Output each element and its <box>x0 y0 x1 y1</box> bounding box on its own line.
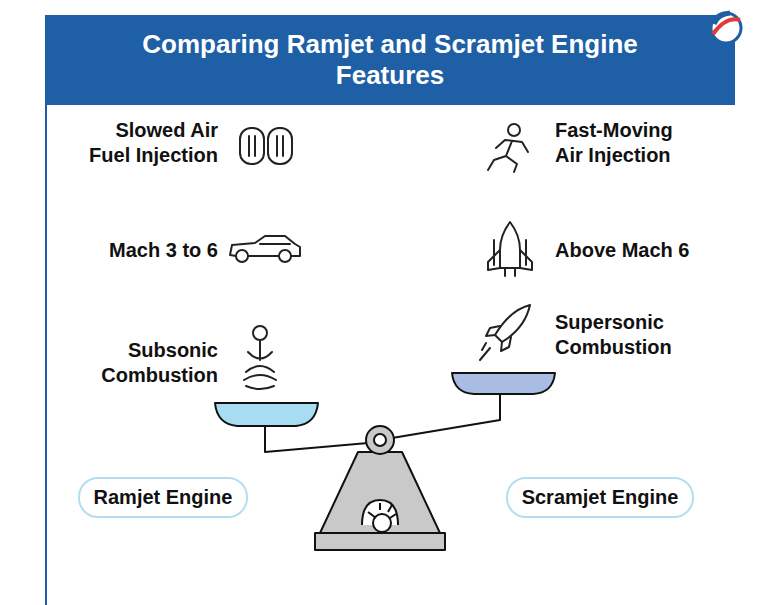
engine-name: Ramjet Engine <box>94 486 233 508</box>
feature-label: Fast-Moving Air Injection <box>555 118 703 168</box>
feature-label: Above Mach 6 <box>555 238 745 263</box>
runner-icon <box>488 124 528 172</box>
title-band-text: Comparing Ramjet and Scramjet Engine Fea… <box>45 15 735 105</box>
engine-pill: Ramjet Engine <box>78 477 249 518</box>
engine-pill: Scramjet Engine <box>506 477 695 518</box>
frame-line <box>45 105 47 605</box>
engine-name: Scramjet Engine <box>522 486 679 508</box>
feature-label: Slowed Air Fuel Injection <box>70 118 218 168</box>
space-shuttle-icon <box>488 222 532 276</box>
feature-label: Subsonic Combustion <box>88 338 218 388</box>
title: Comparing Ramjet and Scramjet Engine Fea… <box>130 29 650 91</box>
balance-scale <box>215 373 555 550</box>
logo <box>711 13 741 43</box>
left-pan <box>215 403 318 426</box>
meditation-icon <box>244 326 276 389</box>
nozzle-icon <box>240 128 292 164</box>
car-icon <box>230 236 300 262</box>
feature-label: Mach 3 to 6 <box>40 238 218 263</box>
title-band <box>45 15 735 105</box>
right-pan <box>452 373 555 394</box>
feature-label: Supersonic Combustion <box>555 310 695 360</box>
rocket-icon <box>480 305 530 360</box>
